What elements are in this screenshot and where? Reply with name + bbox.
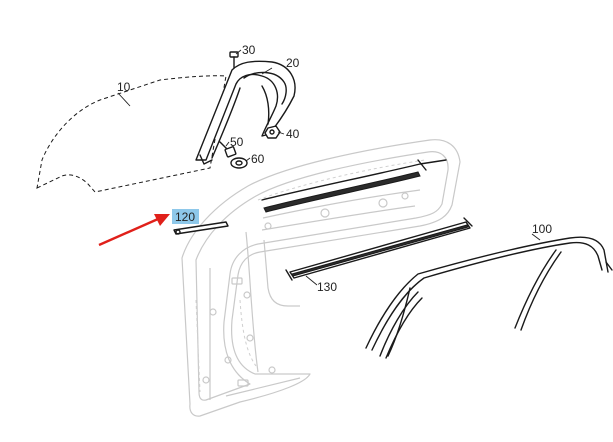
part-30-screw <box>229 51 239 69</box>
window-channel-strip <box>261 159 447 213</box>
callout-40: 40 <box>286 127 300 141</box>
callout-30: 30 <box>242 43 256 57</box>
door-body <box>181 139 461 417</box>
callout-60: 60 <box>251 152 265 166</box>
red-arrow-indicator <box>98 214 170 247</box>
part-120-seal-strip <box>173 221 229 235</box>
callout-10: 10 <box>117 80 131 94</box>
callout-120: 120 <box>175 210 195 224</box>
callout-20: 20 <box>286 56 300 70</box>
part-40-nut <box>264 125 281 139</box>
part-130-belt-seal <box>285 217 473 281</box>
leader-lines <box>117 49 541 286</box>
part-20-quarter-window <box>195 60 296 165</box>
part-100-frame-seal <box>365 236 613 359</box>
callout-100: 100 <box>532 222 552 236</box>
part-50-bolt <box>219 141 237 158</box>
callout-50: 50 <box>230 135 244 149</box>
callout-130: 130 <box>317 280 337 294</box>
highlight-box-120 <box>172 209 199 224</box>
part-10-door-glass <box>36 75 227 193</box>
part-60-washer <box>230 157 248 169</box>
